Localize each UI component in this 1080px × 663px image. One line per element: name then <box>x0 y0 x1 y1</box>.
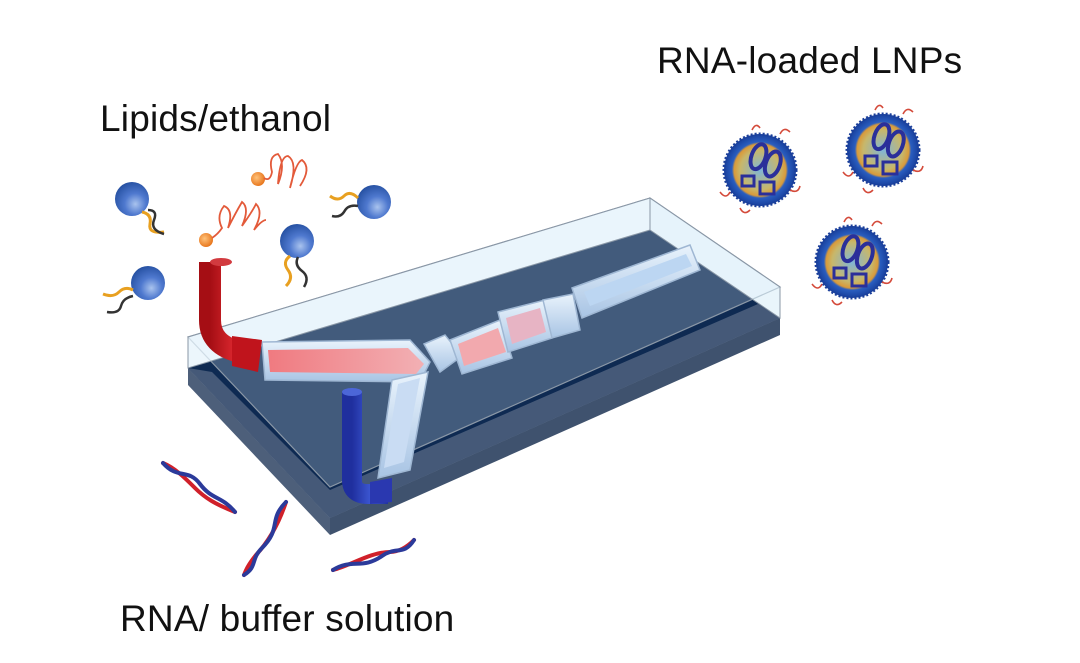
lnp-particles <box>719 104 924 306</box>
peg-lipid <box>251 153 308 189</box>
lnp-particle <box>811 216 893 306</box>
peg-lipid <box>199 200 267 247</box>
lipid-molecule <box>329 185 391 219</box>
microfluidic-channels <box>261 244 701 479</box>
chip-base <box>188 230 780 518</box>
chip-side-face <box>188 368 330 535</box>
chip-base-rim <box>188 304 780 518</box>
rna-strands <box>161 461 416 577</box>
lipid-inlet-tube <box>199 258 262 372</box>
mixing-channel-segment-4 <box>542 293 581 339</box>
lipids-ethanol-label: Lipids/ethanol <box>100 98 332 139</box>
lnp-particle <box>842 104 924 194</box>
rna-strand <box>161 461 237 514</box>
rna-strand <box>242 500 288 577</box>
rna-strand <box>331 538 416 572</box>
lipid-molecule <box>280 224 314 288</box>
rna-loaded-lnps-label: RNA-loaded LNPs <box>657 40 963 81</box>
rna-inlet-tube <box>342 388 392 504</box>
lipid-flow-arrow-icon <box>232 336 262 372</box>
chip-front-face <box>330 318 780 535</box>
rna-buffer-solution-label: RNA/ buffer solution <box>120 598 455 639</box>
rna-flow-arrow-icon <box>370 478 392 504</box>
lipid-molecule <box>115 182 165 236</box>
lipid-molecules <box>102 153 391 314</box>
lnp-particle <box>719 124 801 214</box>
lipid-molecule <box>102 266 165 314</box>
